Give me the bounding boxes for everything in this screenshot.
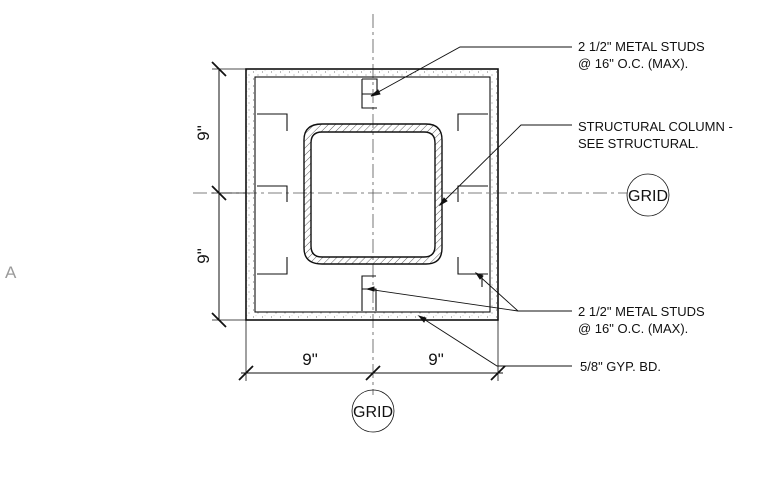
callout-studs-bottom-line2: @ 16" O.C. (MAX).: [578, 321, 688, 336]
dim-left-upper: 9": [194, 125, 213, 141]
callout-studs-bottom-line1: 2 1/2" METAL STUDS: [578, 304, 705, 319]
stud-left-mid: [257, 185, 288, 202]
leader-column: [439, 124, 572, 206]
stud-left-top: [257, 113, 288, 131]
callout-studs-top: 2 1/2" METAL STUDS @ 16" O.C. (MAX).: [578, 39, 705, 71]
callout-gyp: 5/8" GYP. BD.: [580, 359, 661, 374]
leader-gyp: [418, 315, 572, 367]
gypsum-board: [245, 68, 499, 321]
stud-right-mid: [457, 185, 488, 202]
callout-studs-top-line1: 2 1/2" METAL STUDS: [578, 39, 705, 54]
stud-top: [361, 78, 378, 109]
callout-column-line1: STRUCTURAL COLUMN -: [578, 119, 733, 134]
dim-left-lower: 9": [194, 248, 213, 264]
leader-studs-bottom-b: [366, 288, 519, 312]
side-letter: A: [5, 263, 17, 282]
grid-bubble-right: GRID: [626, 173, 670, 217]
stud-left-bottom: [257, 257, 288, 275]
callout-studs-bottom: 2 1/2" METAL STUDS @ 16" O.C. (MAX).: [578, 304, 705, 336]
stud-right-bottom: [457, 257, 488, 287]
grid-bubble-bottom: GRID: [351, 389, 395, 433]
structural-column: [303, 123, 443, 265]
leader-studs-top: [370, 46, 572, 97]
dim-bottom-right: 9": [428, 350, 444, 369]
leader-lines: [365, 46, 572, 367]
horizontal-dimension: 9" 9": [238, 320, 506, 381]
callout-column: STRUCTURAL COLUMN - SEE STRUCTURAL.: [578, 119, 733, 151]
grid-label-bottom: GRID: [353, 404, 393, 421]
stud-bottom: [361, 275, 377, 311]
metal-studs: [257, 78, 488, 311]
vertical-dimension: 9" 9": [194, 61, 246, 328]
stud-right-top: [457, 113, 488, 131]
callout-column-line2: SEE STRUCTURAL.: [578, 136, 699, 151]
dim-bottom-left: 9": [302, 350, 318, 369]
callout-gyp-line1: 5/8" GYP. BD.: [580, 359, 661, 374]
callout-studs-top-line2: @ 16" O.C. (MAX).: [578, 56, 688, 71]
grid-label-right: GRID: [628, 188, 668, 205]
